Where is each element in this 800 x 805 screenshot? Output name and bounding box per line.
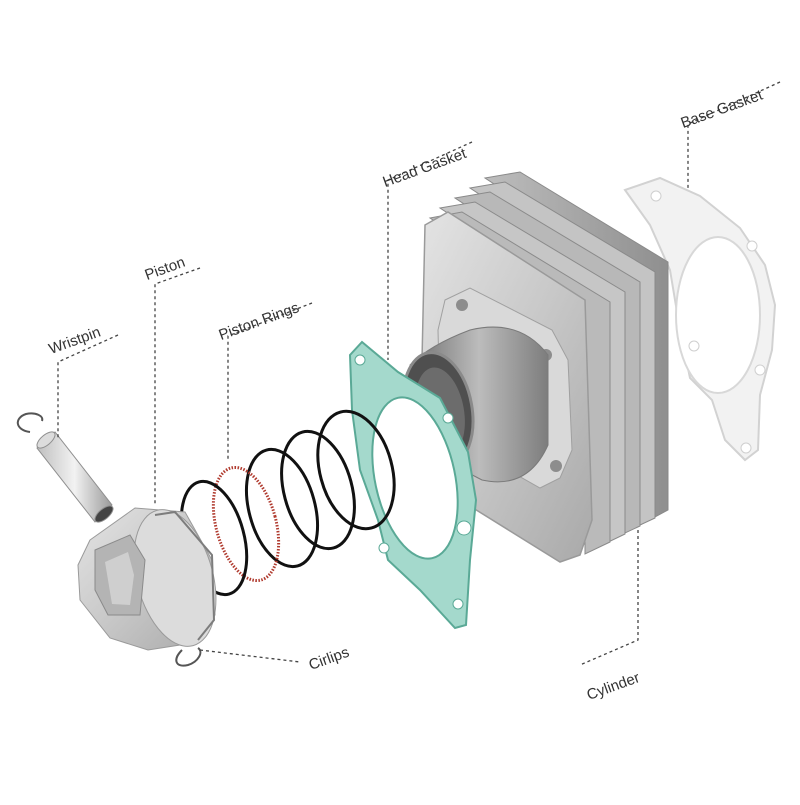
base-gasket bbox=[623, 176, 777, 462]
piston bbox=[77, 507, 217, 651]
piston-ring bbox=[245, 447, 319, 569]
head-gasket bbox=[348, 340, 478, 630]
leader-piston-rings bbox=[227, 302, 313, 460]
leader-head-gasket bbox=[387, 141, 473, 360]
leader-piston bbox=[154, 267, 201, 505]
piston-ring-segment bbox=[211, 465, 281, 583]
piston-ring bbox=[280, 429, 356, 551]
leader-lines bbox=[57, 81, 781, 666]
circlip-bottom bbox=[175, 647, 202, 667]
cylinder bbox=[401, 171, 669, 563]
piston-ring bbox=[316, 409, 396, 531]
wristpin bbox=[36, 431, 114, 523]
piston-rings bbox=[179, 409, 396, 597]
leader-cylinder bbox=[579, 530, 639, 666]
circlip-top bbox=[16, 412, 44, 433]
leader-cirlips bbox=[199, 649, 301, 663]
